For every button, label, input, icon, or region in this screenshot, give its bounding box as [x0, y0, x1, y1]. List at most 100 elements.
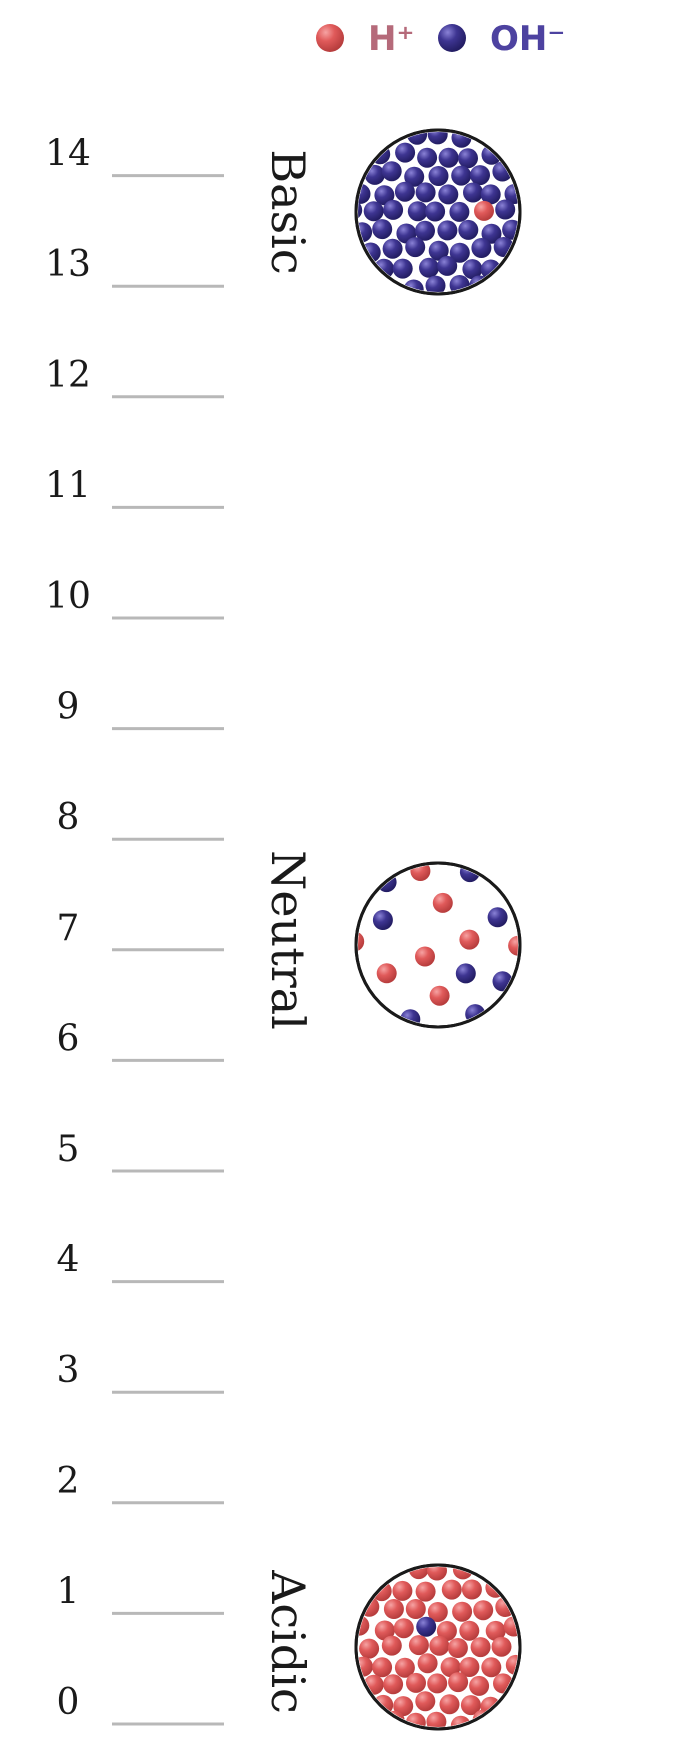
h-ion-ball [485, 1620, 506, 1641]
h-ion-ball [393, 1618, 414, 1639]
oh-ion-ball [358, 200, 363, 221]
scale-label-1: 1 [57, 1571, 80, 1612]
scale-label-4: 4 [57, 1240, 80, 1281]
h-ion-ball [474, 200, 494, 221]
oh-ion-ball [462, 259, 483, 280]
h-ion-ball-icon [316, 24, 344, 52]
h-ion-ball [429, 1635, 450, 1656]
h-ion-ball [436, 1621, 457, 1641]
oh-ion-ball [419, 257, 439, 278]
scale-label-0: 0 [57, 1682, 80, 1723]
oh-ion-ball [407, 201, 428, 222]
h-ion-ball [459, 1657, 480, 1677]
h-ion-ball [426, 1711, 447, 1727]
h-ion-ball [415, 1581, 436, 1602]
h-ion-ball [374, 1620, 395, 1641]
solution-circle-border [354, 861, 522, 1029]
h-ion-ball [491, 1636, 512, 1657]
h-ion-ball [432, 892, 453, 913]
oh-ion-ball [374, 185, 395, 206]
h-ion-ball [440, 1657, 461, 1678]
scale-label-3: 3 [57, 1350, 80, 1391]
basic-solution-circle [354, 128, 522, 296]
h-ion-ball [447, 1638, 468, 1658]
oh-ion-ball [428, 166, 449, 186]
h-ion-ball [448, 1672, 469, 1693]
neutral-solution-circle [354, 861, 522, 1029]
h-ion-ball [381, 1635, 402, 1656]
h-ion-ball [427, 1567, 447, 1581]
scale-label-7: 7 [57, 908, 80, 949]
oh-ion-ball [415, 182, 436, 203]
scale-label-9: 9 [57, 687, 80, 728]
h-ion-ball [469, 1675, 490, 1696]
scale-label-10: 10 [45, 576, 91, 617]
oh-ion-ball [495, 199, 516, 220]
h-ion-ball [429, 985, 450, 1006]
h-ion-ball [505, 1654, 518, 1675]
scale-label-14: 14 [45, 134, 91, 175]
scale-label-12: 12 [45, 355, 91, 396]
oh-ion-ball [381, 161, 402, 182]
oh-ion-ball [394, 181, 415, 202]
oh-ion-ball [449, 201, 470, 222]
oh-ion-ball [392, 258, 413, 279]
h-ion-ball [439, 1694, 460, 1715]
h-ion-ball [417, 1653, 438, 1674]
legend: H⁺ OH⁻ [316, 19, 565, 59]
oh-ion-ball [437, 220, 458, 241]
oh-ion-ball [416, 1616, 437, 1637]
scale-label-2: 2 [57, 1461, 80, 1502]
h-ion-ball [394, 1657, 415, 1678]
oh-ion-ball [425, 201, 446, 222]
h-ion-ball [441, 1579, 462, 1600]
oh-ion-ball [470, 165, 490, 186]
oh-ion-ball [480, 184, 501, 205]
oh-ion-ball [404, 166, 425, 187]
h-ion-ball [415, 1691, 436, 1712]
zone-label-basic: Basic [261, 149, 315, 274]
h-ion-ball [392, 1580, 413, 1601]
oh-ion-ball [487, 907, 508, 928]
oh-ion-ball [437, 255, 458, 276]
oh-ion-ball [449, 242, 470, 263]
oh-ion-ball [383, 199, 404, 220]
h-ion-ball [473, 1600, 494, 1621]
oh-ion-ball [451, 165, 472, 186]
h-ion-ball [503, 1616, 518, 1637]
h-ion-ball [383, 1599, 404, 1619]
oh-ion-ball [425, 275, 446, 292]
oh-ion-ball [372, 219, 393, 240]
h-ion-ball [405, 1712, 426, 1727]
oh-ion-ball [428, 240, 449, 261]
zone-label-neutral: Neutral [261, 850, 315, 1030]
oh-ion-ball [363, 201, 384, 222]
oh-ion-ball [417, 147, 438, 168]
oh-ion-ball [438, 184, 459, 205]
oh-ion-ball [458, 219, 479, 240]
h-ion-ball [408, 1635, 429, 1656]
oh-ion-ball [405, 237, 426, 258]
acidic-solution-circle [354, 1563, 522, 1731]
h-ion-ball [406, 1672, 426, 1693]
h-ion-ball [470, 1637, 491, 1658]
h-ion-ball [393, 1696, 414, 1717]
h-ion-ball [359, 1638, 380, 1659]
h-ion-ball [459, 1620, 480, 1641]
h-ion-ball [461, 1579, 482, 1600]
legend-h-label: H⁺ [368, 19, 414, 59]
h-ion-ball [481, 1657, 502, 1678]
legend-oh-label: OH⁻ [490, 19, 565, 59]
zone-labels: Basic Neutral Acidic [261, 149, 315, 1713]
oh-ion-ball [382, 238, 403, 259]
h-ion-ball [372, 1657, 393, 1678]
h-ion-ball [405, 1599, 426, 1619]
scale-label-13: 13 [45, 244, 91, 285]
h-ion-ball [371, 1581, 392, 1602]
oh-ion-ball [455, 963, 476, 984]
zone-label-acidic: Acidic [261, 1569, 315, 1714]
scale-label-5: 5 [57, 1129, 80, 1170]
h-ion-ball [358, 931, 365, 952]
